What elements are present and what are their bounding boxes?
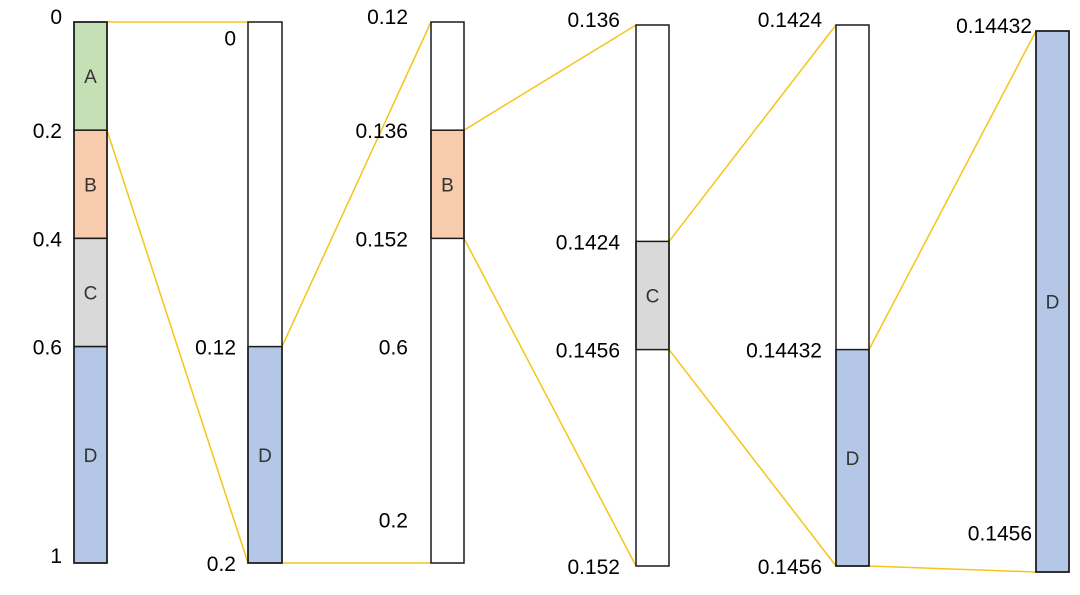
connector-line — [463, 24, 637, 131]
tick-label: 0.1456 — [968, 522, 1032, 545]
segment-label: B — [441, 175, 454, 196]
tick-label: 0.1424 — [556, 231, 621, 254]
tick-label: 0.152 — [355, 228, 408, 251]
tick-label: 0.14432 — [956, 15, 1032, 38]
tick-label: 0.6 — [379, 337, 408, 360]
connector-line — [463, 238, 637, 567]
tick-label: 0.152 — [567, 556, 620, 579]
bar-6-outline — [1035, 30, 1070, 573]
connector-line — [281, 21, 432, 347]
tick-label: 0.4 — [33, 228, 63, 251]
segment-label: A — [84, 67, 97, 88]
segment-d — [247, 345, 283, 564]
tick-label: 0.12 — [367, 6, 408, 29]
segment-label: D — [84, 446, 98, 467]
tick-labels: 0 0.2 0.4 0.6 1 0 0.12 0.2 0.12 0.136 0.152 0.6 0.2 0… — [33, 6, 1032, 579]
tick-label: 0.14432 — [746, 340, 822, 363]
bar-3: B — [430, 21, 465, 564]
segment-label: B — [84, 175, 97, 196]
bar-1: A B C D — [73, 21, 108, 564]
bar-5-outline — [835, 24, 870, 567]
bar-4-outline — [635, 24, 670, 567]
segment-d — [835, 348, 870, 567]
bar-3-outline — [430, 21, 465, 564]
bar-2: D — [247, 21, 283, 564]
segment-label: D — [846, 449, 860, 470]
bar-2-outline — [247, 21, 283, 564]
bar-6: D — [1035, 30, 1070, 573]
bar-1-outline — [73, 21, 108, 564]
tick-label: 0.136 — [355, 120, 408, 143]
tick-label: 1 — [50, 545, 62, 568]
connector-line — [868, 30, 1037, 350]
connector-line — [106, 129, 249, 564]
interval-bars: A B C D D B C D D — [73, 21, 1070, 573]
segment-label: C — [84, 284, 98, 305]
tick-label: 0.2 — [33, 120, 62, 143]
tick-label: 0.1456 — [758, 556, 822, 579]
tick-label: 0 — [224, 28, 236, 51]
tick-label: 0.12 — [195, 337, 236, 360]
tick-label: 0.2 — [379, 509, 408, 532]
segment-label: D — [1046, 293, 1060, 314]
bar-3-background — [431, 22, 464, 563]
connector-line — [668, 349, 837, 567]
segment-label: D — [258, 446, 272, 467]
tick-label: 0.1424 — [758, 9, 823, 32]
connector-line — [868, 565, 1037, 573]
tick-label: 0 — [50, 6, 62, 29]
tick-label: 0.1456 — [556, 340, 620, 363]
connector-line — [668, 24, 837, 242]
bar-5: D — [835, 24, 870, 567]
connector-lines — [106, 21, 1037, 573]
tick-label: 0.6 — [33, 337, 62, 360]
tick-label: 0.136 — [567, 9, 620, 32]
bar-4: C — [635, 24, 670, 567]
segment-label: C — [646, 287, 660, 308]
tick-label: 0.2 — [207, 553, 236, 576]
